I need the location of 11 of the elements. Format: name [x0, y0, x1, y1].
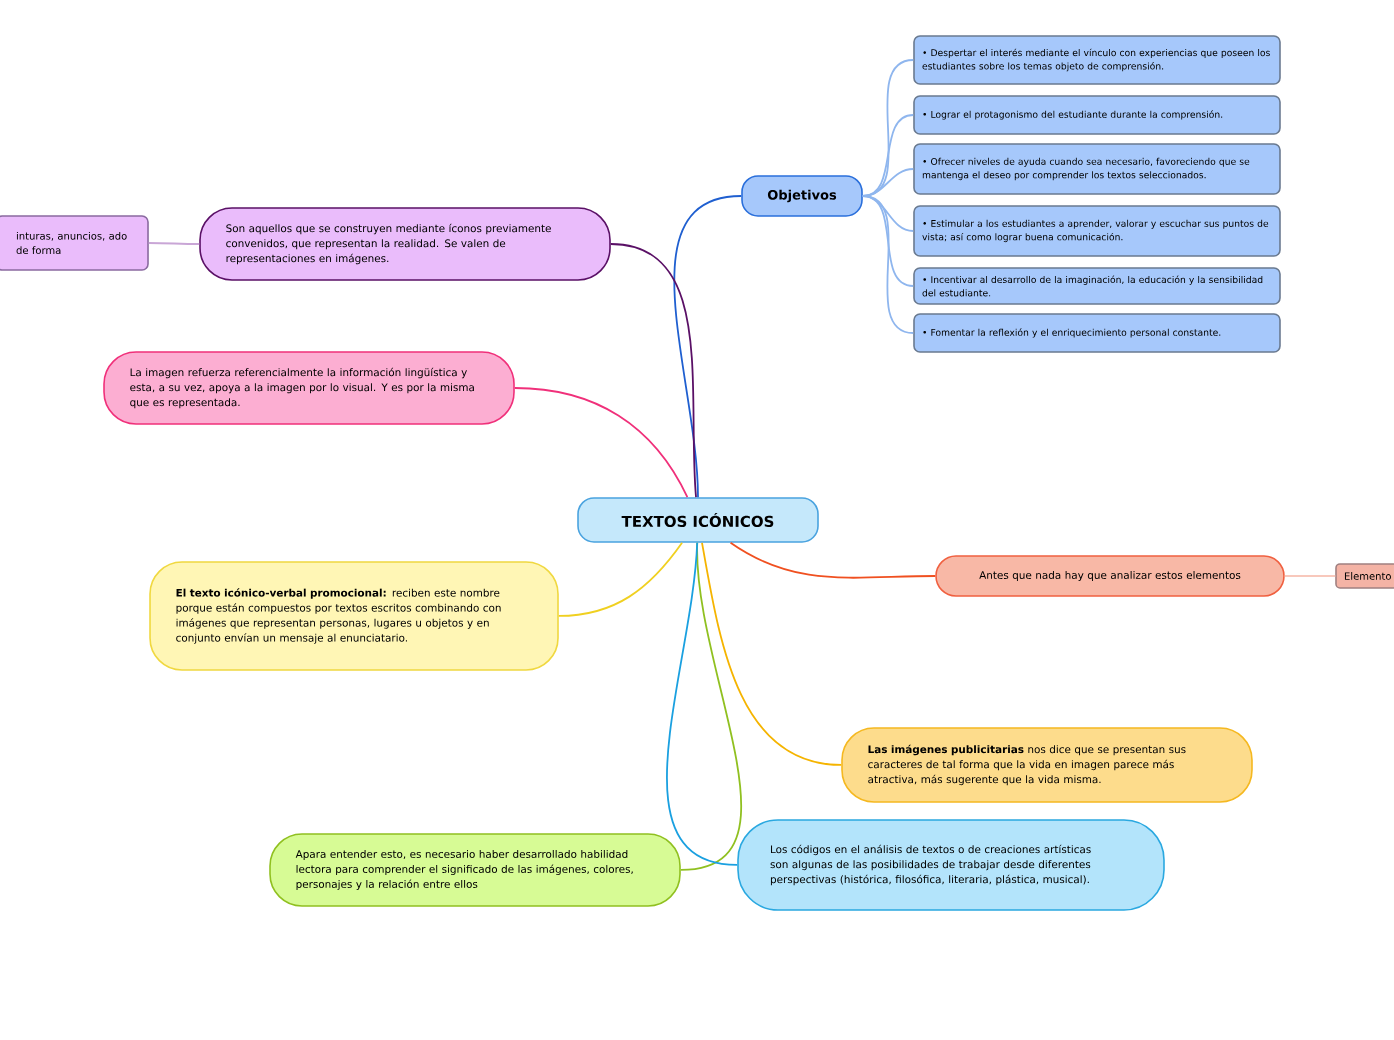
connector-line — [729, 541, 937, 579]
connector-line — [666, 541, 739, 866]
connector-line — [1283, 575, 1337, 577]
connector-line — [701, 541, 843, 766]
connector-line — [861, 114, 915, 197]
connector-line — [147, 242, 201, 245]
connector-line — [861, 195, 915, 334]
connector-line — [609, 243, 697, 499]
connector-line — [673, 195, 743, 499]
connector-line — [513, 387, 689, 499]
connector-line — [557, 541, 683, 617]
